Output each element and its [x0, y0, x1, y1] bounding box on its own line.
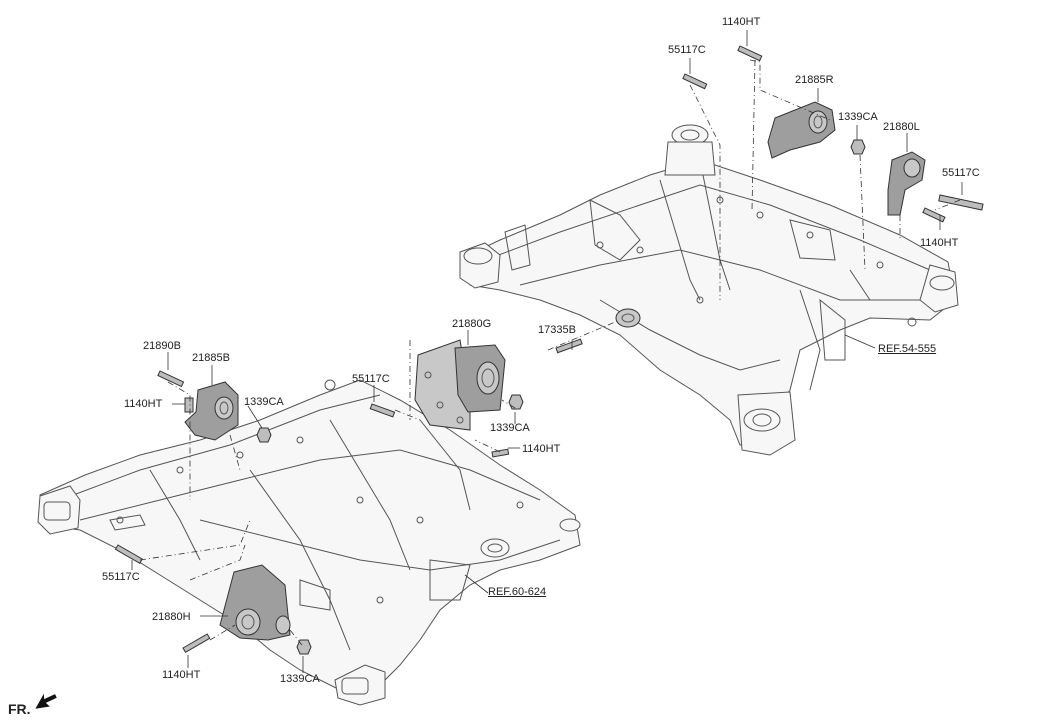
mount-bracket-21885R[interactable] [767, 101, 836, 159]
label-21880G[interactable]: 21880G [452, 318, 492, 330]
bolt-1140HT-top[interactable] [737, 45, 763, 62]
label-1140HT-bottom[interactable]: 1140HT [162, 669, 201, 681]
bolt-17335B[interactable] [555, 338, 583, 354]
bolt-55117C-right[interactable] [938, 194, 984, 211]
bolt-1140HT-mid[interactable] [491, 448, 510, 458]
bolt-1140HT-bottom[interactable] [182, 633, 211, 654]
front-subframe [37, 379, 581, 706]
mount-bracket-21880L[interactable] [887, 151, 926, 216]
nut-1339CA-bottom[interactable] [296, 639, 312, 655]
label-55117C-lower[interactable]: 55117C [102, 571, 140, 583]
bolt-55117C-lower[interactable] [114, 544, 143, 565]
label-1140HT-mid[interactable]: 1140HT [522, 443, 561, 455]
bolt-55117C-top[interactable] [682, 73, 708, 90]
label-1140HT-right[interactable]: 1140HT [920, 237, 959, 249]
label-21885B[interactable]: 21885B [192, 352, 230, 364]
label-17335B[interactable]: 17335B [538, 324, 576, 336]
mount-bracket-21880H[interactable] [219, 564, 291, 641]
label-1339CA-top[interactable]: 1339CA [838, 111, 878, 123]
label-1339CA-mid[interactable]: 1339CA [490, 422, 530, 434]
bolt-55117C-mid[interactable] [369, 403, 396, 418]
rear-subframe [459, 124, 959, 456]
label-55117C-mid[interactable]: 55117C [352, 373, 390, 385]
nut-1339CA-top[interactable] [850, 139, 866, 155]
bolt-21890B[interactable] [157, 370, 185, 388]
label-21880H[interactable]: 21880H [152, 611, 191, 623]
nut-1339CA-mid[interactable] [508, 394, 524, 410]
label-55117C-top[interactable]: 55117C [668, 44, 706, 56]
front-direction-label: FR. [8, 701, 31, 717]
label-1339CA-bottom[interactable]: 1339CA [280, 673, 320, 685]
label-21880L[interactable]: 21880L [883, 121, 920, 133]
label-21885R[interactable]: 21885R [795, 74, 834, 86]
ref-54-555-link[interactable]: REF.54-555 [878, 343, 937, 355]
mount-bracket-21880G[interactable] [414, 339, 506, 431]
front-direction-arrow-icon [35, 693, 57, 709]
mount-bracket-21885B[interactable] [184, 381, 239, 441]
leader-lines [131, 30, 963, 673]
label-1339CA-left[interactable]: 1339CA [244, 396, 284, 408]
bolt-1140HT-left[interactable] [184, 397, 194, 413]
ref-60-624-link[interactable]: REF.60-624 [488, 586, 547, 598]
bolt-1140HT-right[interactable] [922, 207, 946, 223]
nut-1339CA-left[interactable] [256, 427, 272, 443]
label-1140HT-left[interactable]: 1140HT [124, 398, 163, 410]
label-21890B[interactable]: 21890B [143, 340, 181, 352]
assembly-dash-lines [139, 59, 961, 646]
label-55117C-right[interactable]: 55117C [942, 167, 980, 179]
label-1140HT-top[interactable]: 1140HT [722, 16, 761, 28]
